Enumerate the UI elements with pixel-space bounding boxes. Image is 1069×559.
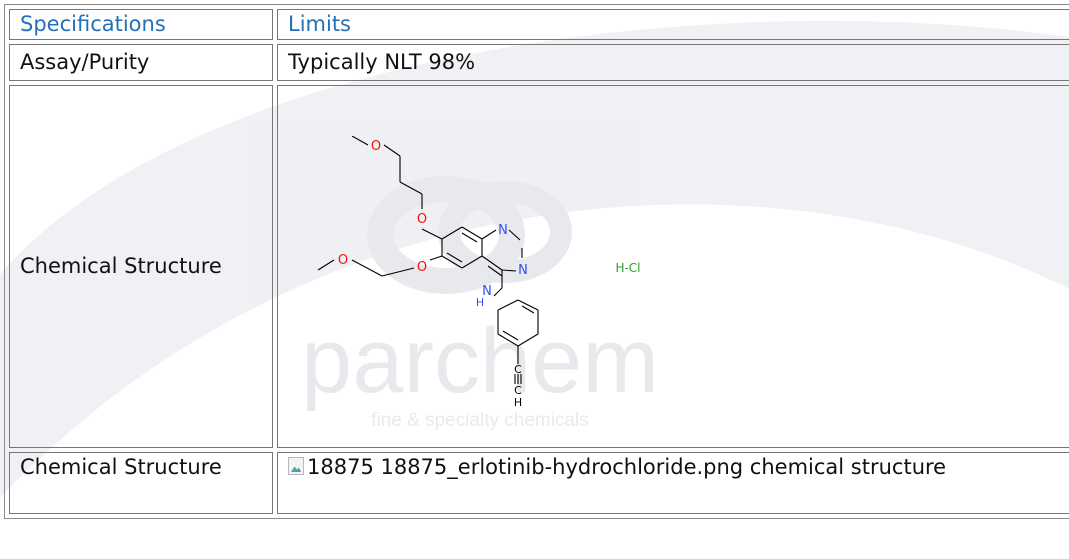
broken-image-icon bbox=[288, 457, 304, 475]
spec-chemical-structure: Chemical Structure bbox=[9, 85, 273, 448]
limit-assay-purity: Typically NLT 98% bbox=[277, 44, 1069, 81]
specifications-table: Specifications Limits Assay/Purity Typic… bbox=[4, 4, 1069, 519]
nitrogen-atom: N bbox=[518, 263, 528, 278]
table-row: Assay/Purity Typically NLT 98% bbox=[9, 44, 1069, 81]
spec-chemical-structure-2: Chemical Structure bbox=[9, 452, 273, 514]
oxygen-atom: O bbox=[417, 212, 427, 227]
table-row: Chemical Structure 18875 18875_erlotinib… bbox=[9, 452, 1069, 514]
table-row: Chemical Structure bbox=[9, 85, 1069, 448]
broken-image-cell: 18875 18875_erlotinib-hydrochloride.png … bbox=[277, 452, 1069, 514]
hydrogen-atom: H bbox=[514, 396, 522, 409]
header-specifications: Specifications bbox=[9, 9, 273, 40]
oxygen-atom: O bbox=[371, 139, 381, 154]
chemical-structure-cell: O O O O N N N H C C H H-Cl bbox=[277, 85, 1069, 448]
oxygen-atom: O bbox=[338, 253, 348, 268]
oxygen-atom: O bbox=[417, 260, 427, 275]
spec-assay-purity: Assay/Purity bbox=[9, 44, 273, 81]
header-limits: Limits bbox=[277, 9, 1069, 40]
nitrogen-atom: N bbox=[482, 284, 492, 299]
image-alt-text: 18875 18875_erlotinib-hydrochloride.png … bbox=[307, 455, 947, 479]
carbon-atom: C bbox=[514, 384, 522, 397]
table-header-row: Specifications Limits bbox=[9, 9, 1069, 40]
nitrogen-atom: N bbox=[498, 223, 508, 238]
carbon-atom: C bbox=[514, 363, 522, 376]
hcl-salt-label: H-Cl bbox=[615, 261, 640, 275]
molecule-structure-diagram: O O O O N N N H C C H H-Cl bbox=[317, 136, 641, 409]
hydrogen-atom: H bbox=[476, 296, 484, 309]
